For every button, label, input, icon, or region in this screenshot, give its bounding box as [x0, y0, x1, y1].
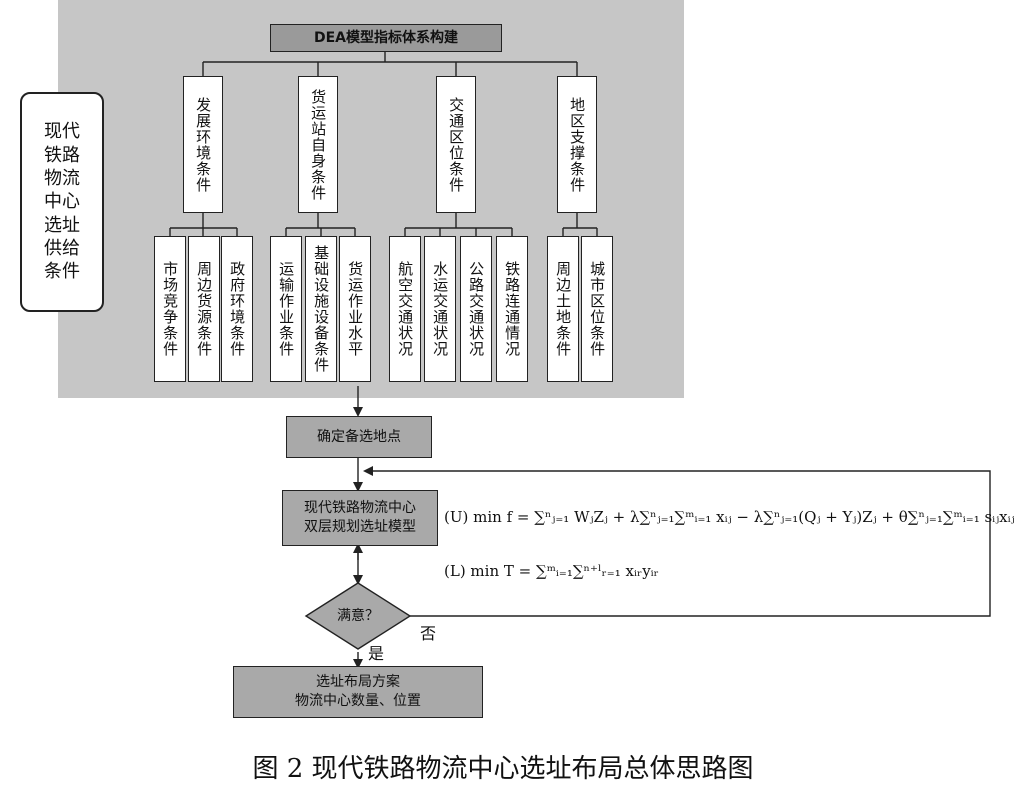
sub-box: 城市区位条件 — [581, 236, 613, 382]
decision-text: 满意？ — [337, 608, 379, 624]
sub-box: 政府环境条件 — [221, 236, 253, 382]
sub-box: 货运作业水平 — [339, 236, 371, 382]
category-box-2: 货运站自身条件 — [298, 76, 338, 213]
side-label-box: 现代铁路物流中心选址供给条件 — [20, 92, 104, 312]
sub-label: 市场竞争条件 — [161, 261, 180, 357]
sub-label: 水运交通状况 — [431, 261, 450, 357]
title-box: DEA模型指标体系构建 — [270, 24, 502, 52]
sub-label: 运输作业条件 — [277, 261, 296, 357]
decision-no-label: 否 — [420, 624, 437, 643]
sub-box: 周边货源条件 — [188, 236, 220, 382]
sub-box: 水运交通状况 — [424, 236, 456, 382]
sub-box: 铁路连通情况 — [496, 236, 528, 382]
sub-label: 货运作业水平 — [346, 261, 365, 357]
category-box-3: 交通区位条件 — [436, 76, 476, 213]
result-line-1: 选址布局方案 — [316, 674, 400, 691]
title-text: DEA模型指标体系构建 — [313, 29, 459, 46]
sub-box: 航空交通状况 — [389, 236, 421, 382]
sub-label: 铁路连通情况 — [503, 261, 522, 357]
candidate-sites-box: 确定备选地点 — [286, 416, 432, 458]
sub-label: 航空交通状况 — [396, 261, 415, 357]
result-box: 选址布局方案 物流中心数量、位置 — [233, 666, 483, 718]
decision-yes-label: 是 — [368, 644, 385, 663]
candidate-sites-text: 确定备选地点 — [317, 428, 401, 445]
model-line-1: 现代铁路物流中心 — [304, 500, 416, 517]
result-line-2: 物流中心数量、位置 — [295, 693, 421, 709]
category-label: 货运站自身条件 — [309, 88, 328, 201]
category-label: 地区支撑条件 — [568, 96, 587, 193]
model-line-2: 双层规划选址模型 — [304, 519, 416, 535]
decision-label: 满意？ — [320, 605, 396, 625]
formula-lower: (L) min T = ∑ᵐᵢ₌₁∑ⁿ⁺ˡᵣ₌₁ xᵢᵣyᵢᵣ — [444, 562, 659, 580]
figure-caption: 图 2 现代铁路物流中心选址布局总体思路图 — [252, 754, 754, 784]
category-box-1: 发展环境条件 — [183, 76, 223, 213]
sub-label: 周边货源条件 — [195, 261, 214, 357]
sub-label: 周边土地条件 — [554, 261, 573, 357]
sub-label: 基础设施设备条件 — [312, 245, 331, 373]
formula-upper: (U) min f = ∑ⁿⱼ₌₁ WⱼZⱼ + λ∑ⁿⱼ₌₁∑ᵐᵢ₌₁ xᵢⱼ… — [444, 508, 1015, 526]
sub-label: 城市区位条件 — [588, 261, 607, 357]
sub-label: 公路交通状况 — [467, 261, 486, 357]
category-box-4: 地区支撑条件 — [557, 76, 597, 213]
sub-box: 公路交通状况 — [460, 236, 492, 382]
model-box: 现代铁路物流中心 双层规划选址模型 — [282, 490, 438, 546]
sub-label: 政府环境条件 — [228, 261, 247, 357]
side-label-text: 现代铁路物流中心选址供给条件 — [44, 121, 80, 283]
sub-box: 基础设施设备条件 — [305, 236, 337, 382]
sub-box: 周边土地条件 — [547, 236, 579, 382]
sub-box: 市场竞争条件 — [154, 236, 186, 382]
category-label: 发展环境条件 — [194, 96, 213, 193]
sub-box: 运输作业条件 — [270, 236, 302, 382]
category-label: 交通区位条件 — [447, 96, 466, 193]
